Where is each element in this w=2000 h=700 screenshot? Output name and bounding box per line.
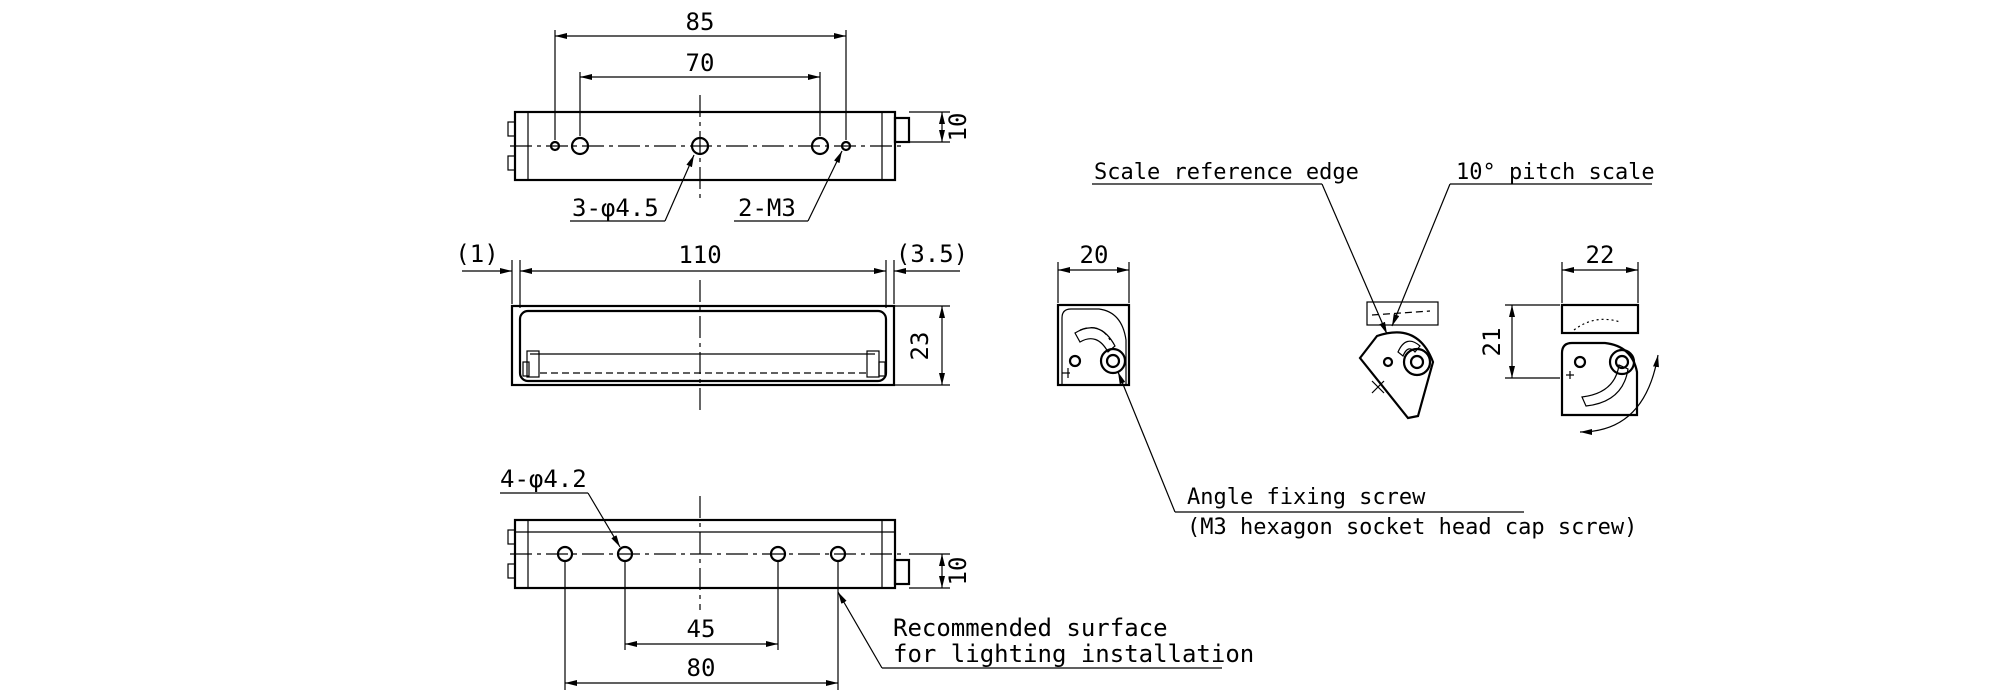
- note-angle-fixing-screw: Angle fixing screw: [1187, 485, 1426, 510]
- callout-2-m3: 2-M3: [738, 194, 796, 222]
- dim-80-label: 80: [687, 654, 716, 682]
- note-recommended-surface: Recommended surface: [893, 614, 1168, 642]
- dim-bottom-10-label: 10: [944, 557, 972, 586]
- top-hole-center: [690, 136, 710, 156]
- dim-21-label: 21: [1478, 328, 1506, 357]
- dim-23-label: 23: [906, 332, 934, 361]
- rotated-view-top-plate: [1366, 301, 1439, 326]
- side-view-body: [1056, 303, 1131, 387]
- top-hole-right: [810, 136, 830, 156]
- rotated-view: Scale reference edge 10° pitch scale: [1092, 160, 1655, 420]
- dim-70-label: 70: [686, 49, 715, 77]
- top-view-connector: [893, 116, 911, 144]
- bottom-view-connector: [893, 558, 911, 586]
- front-view-body: [510, 304, 896, 387]
- bottom-hole-2: [616, 545, 634, 563]
- bottom-hole-3: [769, 545, 787, 563]
- note-lighting-installation: for lighting installation: [893, 640, 1254, 668]
- end-view-rotation-arrow: [1579, 354, 1659, 435]
- end-view-fixing-screw: [1608, 348, 1636, 376]
- dim-22-label: 22: [1586, 241, 1615, 269]
- end-view-top-plate: [1560, 303, 1640, 335]
- rotated-view-body: [1358, 331, 1435, 420]
- top-hole-m3-left: [549, 140, 561, 152]
- note-scale-reference-edge: Scale reference edge: [1094, 160, 1359, 185]
- bottom-view: 45 80 10 4-φ4.2 Recommended surface for …: [500, 465, 1254, 690]
- end-view-scale-marks: [1573, 318, 1621, 331]
- end-view-pivot-hole: [1573, 355, 1587, 369]
- dim-1-label: (1): [455, 240, 498, 268]
- bottom-hole-1: [556, 545, 574, 563]
- dim-20-label: 20: [1080, 241, 1109, 269]
- bottom-hole-4: [829, 545, 847, 563]
- top-hole-left: [570, 136, 590, 156]
- side-view: 20 Angle fixing screw (M3 hexagon socket…: [1056, 241, 1637, 540]
- side-view-pivot-hole: [1068, 354, 1082, 368]
- callout-3-phi-4-5: 3-φ4.5: [572, 194, 659, 222]
- front-view: (1) 110 (3.5) 23: [455, 240, 968, 412]
- note-m3-hexagon-screw: (M3 hexagon socket head cap screw): [1187, 515, 1637, 540]
- side-view-fixing-screw: [1099, 347, 1127, 375]
- dim-45-label: 45: [687, 615, 716, 643]
- dim-110-label: 110: [678, 241, 721, 269]
- callout-4-phi-4-2: 4-φ4.2: [500, 465, 587, 493]
- top-view: 85 70 10 3-φ4.5 2-M3: [507, 8, 972, 222]
- dim-85-label: 85: [686, 8, 715, 36]
- top-hole-m3-right: [840, 140, 852, 152]
- front-view-lens: [518, 309, 888, 383]
- dim-top-10-label: 10: [944, 113, 972, 142]
- end-view: 22 21: [1478, 241, 1659, 435]
- note-10-degree-pitch-scale: 10° pitch scale: [1456, 160, 1655, 185]
- rotated-view-fixing-screw: [1402, 347, 1432, 377]
- dim-3-5-label: (3.5): [896, 240, 968, 268]
